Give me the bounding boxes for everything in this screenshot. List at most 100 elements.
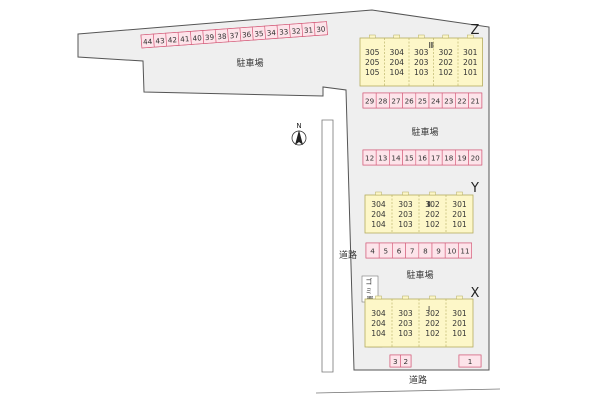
parking-space-number: 39 xyxy=(205,32,215,42)
room-number: 303 xyxy=(398,200,413,209)
buildings: 3052051053042041043032031033022021023012… xyxy=(359,23,483,348)
unit-entry-mark xyxy=(418,34,425,39)
parking-space-number: 29 xyxy=(365,97,375,106)
room-number: 303 xyxy=(398,309,413,318)
room-number: 201 xyxy=(452,210,467,219)
unit-entry-mark xyxy=(393,34,400,39)
building-outline xyxy=(359,37,483,87)
room-number: 103 xyxy=(414,68,429,77)
room-number: 104 xyxy=(371,329,386,338)
parking-space-number: 17 xyxy=(431,154,440,163)
room-number: 202 xyxy=(439,58,454,67)
parking-space-number: 24 xyxy=(431,97,441,106)
north-arrow-needle xyxy=(295,130,303,145)
room-number: 302 xyxy=(425,309,440,318)
parking-space-number: 31 xyxy=(304,25,314,35)
parking-space-number: 43 xyxy=(155,36,165,46)
unit-entry-mark xyxy=(467,34,474,39)
unit-entry-mark xyxy=(442,34,449,39)
room-number: 304 xyxy=(371,200,386,209)
parking-space-number: 12 xyxy=(365,154,374,163)
parking-space-number: 19 xyxy=(457,154,467,163)
room-number: 201 xyxy=(463,58,478,67)
parking-space-number: 35 xyxy=(254,29,264,39)
room-number: 105 xyxy=(365,68,380,77)
parking-space-number: 11 xyxy=(460,247,469,256)
parking-space-number: 20 xyxy=(471,154,481,163)
parking-space-number: 6 xyxy=(397,247,402,256)
room-number: 201 xyxy=(452,319,467,328)
unit-entry-mark xyxy=(402,191,409,196)
parking-space-number: 44 xyxy=(143,37,153,47)
road-label-right: 道路 xyxy=(339,249,357,261)
parking-space-number: 15 xyxy=(405,154,414,163)
road-bottom-line xyxy=(315,388,501,394)
parking-space-number: 21 xyxy=(471,97,480,106)
parking-space-number: 14 xyxy=(391,154,401,163)
room-number: 204 xyxy=(390,58,405,67)
road-label-bottom: 道路 xyxy=(409,374,427,386)
unit-entry-mark xyxy=(429,295,436,300)
room-number: 205 xyxy=(365,58,380,67)
parking-space-number: 26 xyxy=(405,97,415,106)
zone-label: X xyxy=(471,286,480,301)
parking-space xyxy=(458,242,472,259)
room-number: 302 xyxy=(425,200,440,209)
zone-label: Z xyxy=(471,23,480,38)
unit-entry-mark xyxy=(456,295,463,300)
north-arrow: N xyxy=(291,122,307,146)
room-number: 104 xyxy=(371,220,386,229)
room-number: 101 xyxy=(463,68,478,77)
building-number: Ⅲ xyxy=(428,41,434,50)
parking-space xyxy=(468,149,483,166)
building-number: Ⅱ xyxy=(427,200,431,209)
room-number: 102 xyxy=(439,68,454,77)
parking-space-number: 28 xyxy=(378,97,388,106)
parking-space-number: 25 xyxy=(418,97,427,106)
parking-space-number: 1 xyxy=(468,357,473,366)
room-number: 301 xyxy=(463,48,478,57)
parking-label-mid: 駐車場 xyxy=(411,126,438,138)
parking-space-number: 16 xyxy=(418,154,428,163)
room-number: 204 xyxy=(371,210,386,219)
north-label: N xyxy=(296,122,301,130)
room-number: 303 xyxy=(414,48,429,57)
room-number: 304 xyxy=(390,48,405,57)
room-number: 202 xyxy=(425,210,440,219)
parking-space-number: 22 xyxy=(457,97,466,106)
room-number: 301 xyxy=(452,309,467,318)
parking-space-number: 33 xyxy=(279,27,289,37)
room-number: 301 xyxy=(452,200,467,209)
unit-entry-mark xyxy=(375,191,382,196)
parking-space-number: 13 xyxy=(378,154,387,163)
parking-space-number: 5 xyxy=(384,247,389,256)
parking-space-number: 8 xyxy=(423,247,428,256)
parking-space-number: 40 xyxy=(192,33,202,43)
parking-space-number: 41 xyxy=(180,34,190,44)
unit-entry-mark xyxy=(456,191,463,196)
parking-label-top: 駐車場 xyxy=(236,57,263,69)
unit-entry-mark xyxy=(429,191,436,196)
parking-space-number: 2 xyxy=(403,357,408,366)
parking-space-number: 42 xyxy=(168,35,178,45)
road-vertical xyxy=(321,119,334,373)
room-number: 304 xyxy=(371,309,386,318)
parking-space-number: 10 xyxy=(447,247,457,256)
parking-space-number: 4 xyxy=(370,247,375,256)
room-number: 101 xyxy=(452,220,467,229)
room-number: 101 xyxy=(452,329,467,338)
room-number: 103 xyxy=(398,329,413,338)
parking-row: 1 xyxy=(458,354,482,368)
room-number: 102 xyxy=(425,329,440,338)
room-number: 305 xyxy=(365,48,380,57)
room-number: 104 xyxy=(390,68,405,77)
parking-space xyxy=(468,92,483,109)
